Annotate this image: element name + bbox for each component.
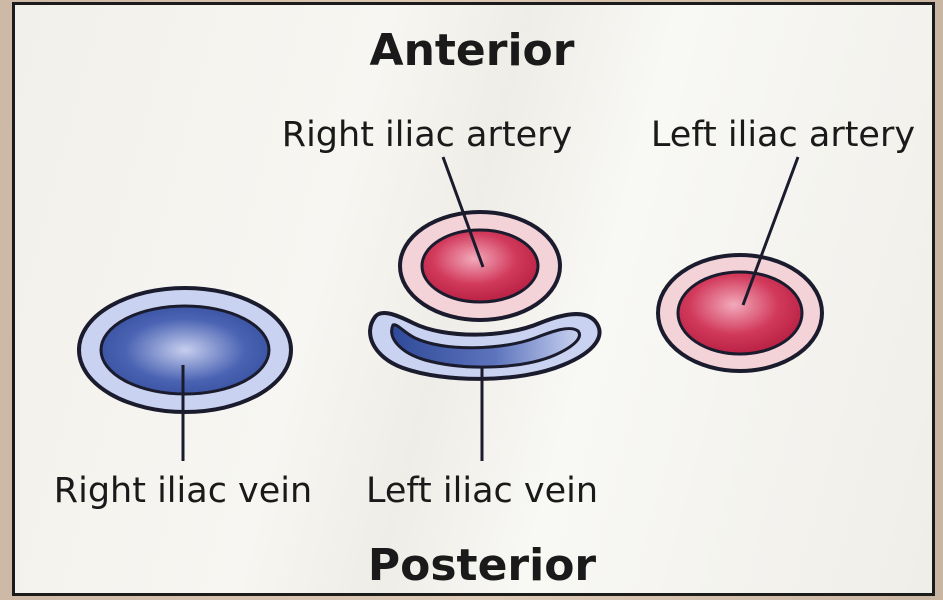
diagram-panel: Anterior Posterior Right iliac artery Le…: [12, 2, 935, 596]
right-iliac-vein-label: Right iliac vein: [54, 471, 312, 511]
anterior-heading: Anterior: [370, 25, 575, 76]
left-iliac-vein-label: Left iliac vein: [366, 471, 598, 511]
left-iliac-artery: [658, 255, 822, 371]
iliac-vessels-diagram: Anterior Posterior Right iliac artery Le…: [15, 5, 935, 596]
right-iliac-vein: [79, 288, 291, 412]
right-iliac-artery: [400, 212, 560, 320]
left-iliac-artery-label: Left iliac artery: [651, 115, 915, 155]
right-iliac-artery-label: Right iliac artery: [282, 115, 572, 155]
left-iliac-vein: [370, 313, 600, 379]
posterior-heading: Posterior: [368, 540, 597, 591]
